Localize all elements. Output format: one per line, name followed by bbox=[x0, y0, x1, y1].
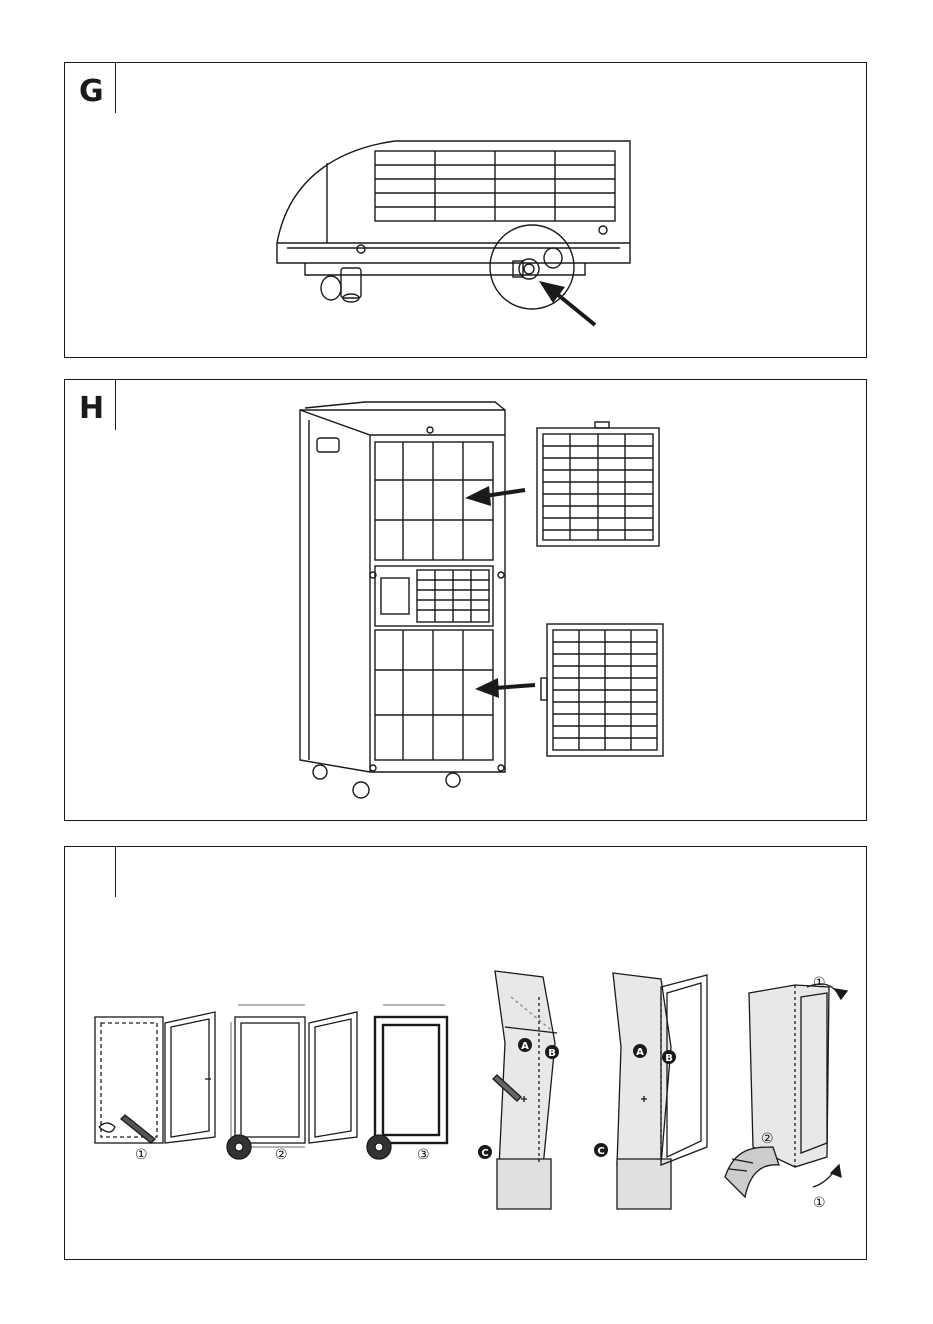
panel-g: G bbox=[64, 62, 867, 358]
sealing-tape-roll bbox=[227, 1135, 251, 1159]
arrow-icon bbox=[465, 486, 525, 506]
filter-panel bbox=[541, 624, 663, 756]
vent-grille bbox=[375, 151, 615, 221]
svg-text:C: C bbox=[481, 1148, 488, 1159]
water-drain-plug bbox=[519, 259, 539, 279]
caster-wheel bbox=[321, 268, 361, 302]
marker-c-kit5: C bbox=[594, 1143, 608, 1157]
svg-text:C: C bbox=[597, 1146, 604, 1157]
svg-text:A: A bbox=[636, 1047, 644, 1058]
step-label-2: ② bbox=[275, 1147, 288, 1163]
svg-text:B: B bbox=[548, 1048, 556, 1059]
svg-text:B: B bbox=[665, 1053, 673, 1064]
step-label-1: ① bbox=[135, 1147, 148, 1163]
step-labels: ① ② ③ ① ② ① bbox=[135, 975, 826, 1211]
step-label-3: ③ bbox=[417, 1147, 430, 1163]
step-label-6-top: ① bbox=[813, 975, 826, 991]
step-2-apply-tape bbox=[231, 1005, 357, 1147]
window-seal-kit bbox=[613, 973, 707, 1209]
drain-illustration bbox=[65, 63, 868, 359]
sealing-tape-roll bbox=[367, 1135, 391, 1159]
marker-b-kit4: B bbox=[545, 1045, 559, 1059]
svg-text:A: A bbox=[521, 1041, 529, 1052]
exhaust-hose bbox=[725, 1147, 779, 1197]
filter-illustration bbox=[65, 380, 868, 822]
step-3-tape-applied bbox=[375, 1005, 447, 1143]
caster-wheel bbox=[544, 248, 562, 268]
step-label-6-mid: ② bbox=[761, 1131, 774, 1147]
filter-panel bbox=[537, 422, 659, 546]
panel-h: H bbox=[64, 379, 867, 821]
marker-b-kit5: B bbox=[662, 1050, 676, 1064]
lower-filter-grid bbox=[375, 630, 493, 760]
marker-a-kit5: A bbox=[633, 1044, 647, 1058]
step-1-clean-frame bbox=[95, 1012, 215, 1143]
marker-c-kit4: C bbox=[478, 1145, 492, 1159]
panel-i: ① ② ③ ① ② ① A B C A B C bbox=[64, 846, 867, 1260]
brush-icon bbox=[99, 1115, 155, 1143]
marker-a-kit4: A bbox=[518, 1038, 532, 1052]
step-label-6-bottom: ① bbox=[813, 1195, 826, 1211]
window-seal-illustration: ① ② ③ ① ② ① A B C A B C bbox=[65, 847, 868, 1261]
arrow-icon bbox=[539, 281, 595, 325]
